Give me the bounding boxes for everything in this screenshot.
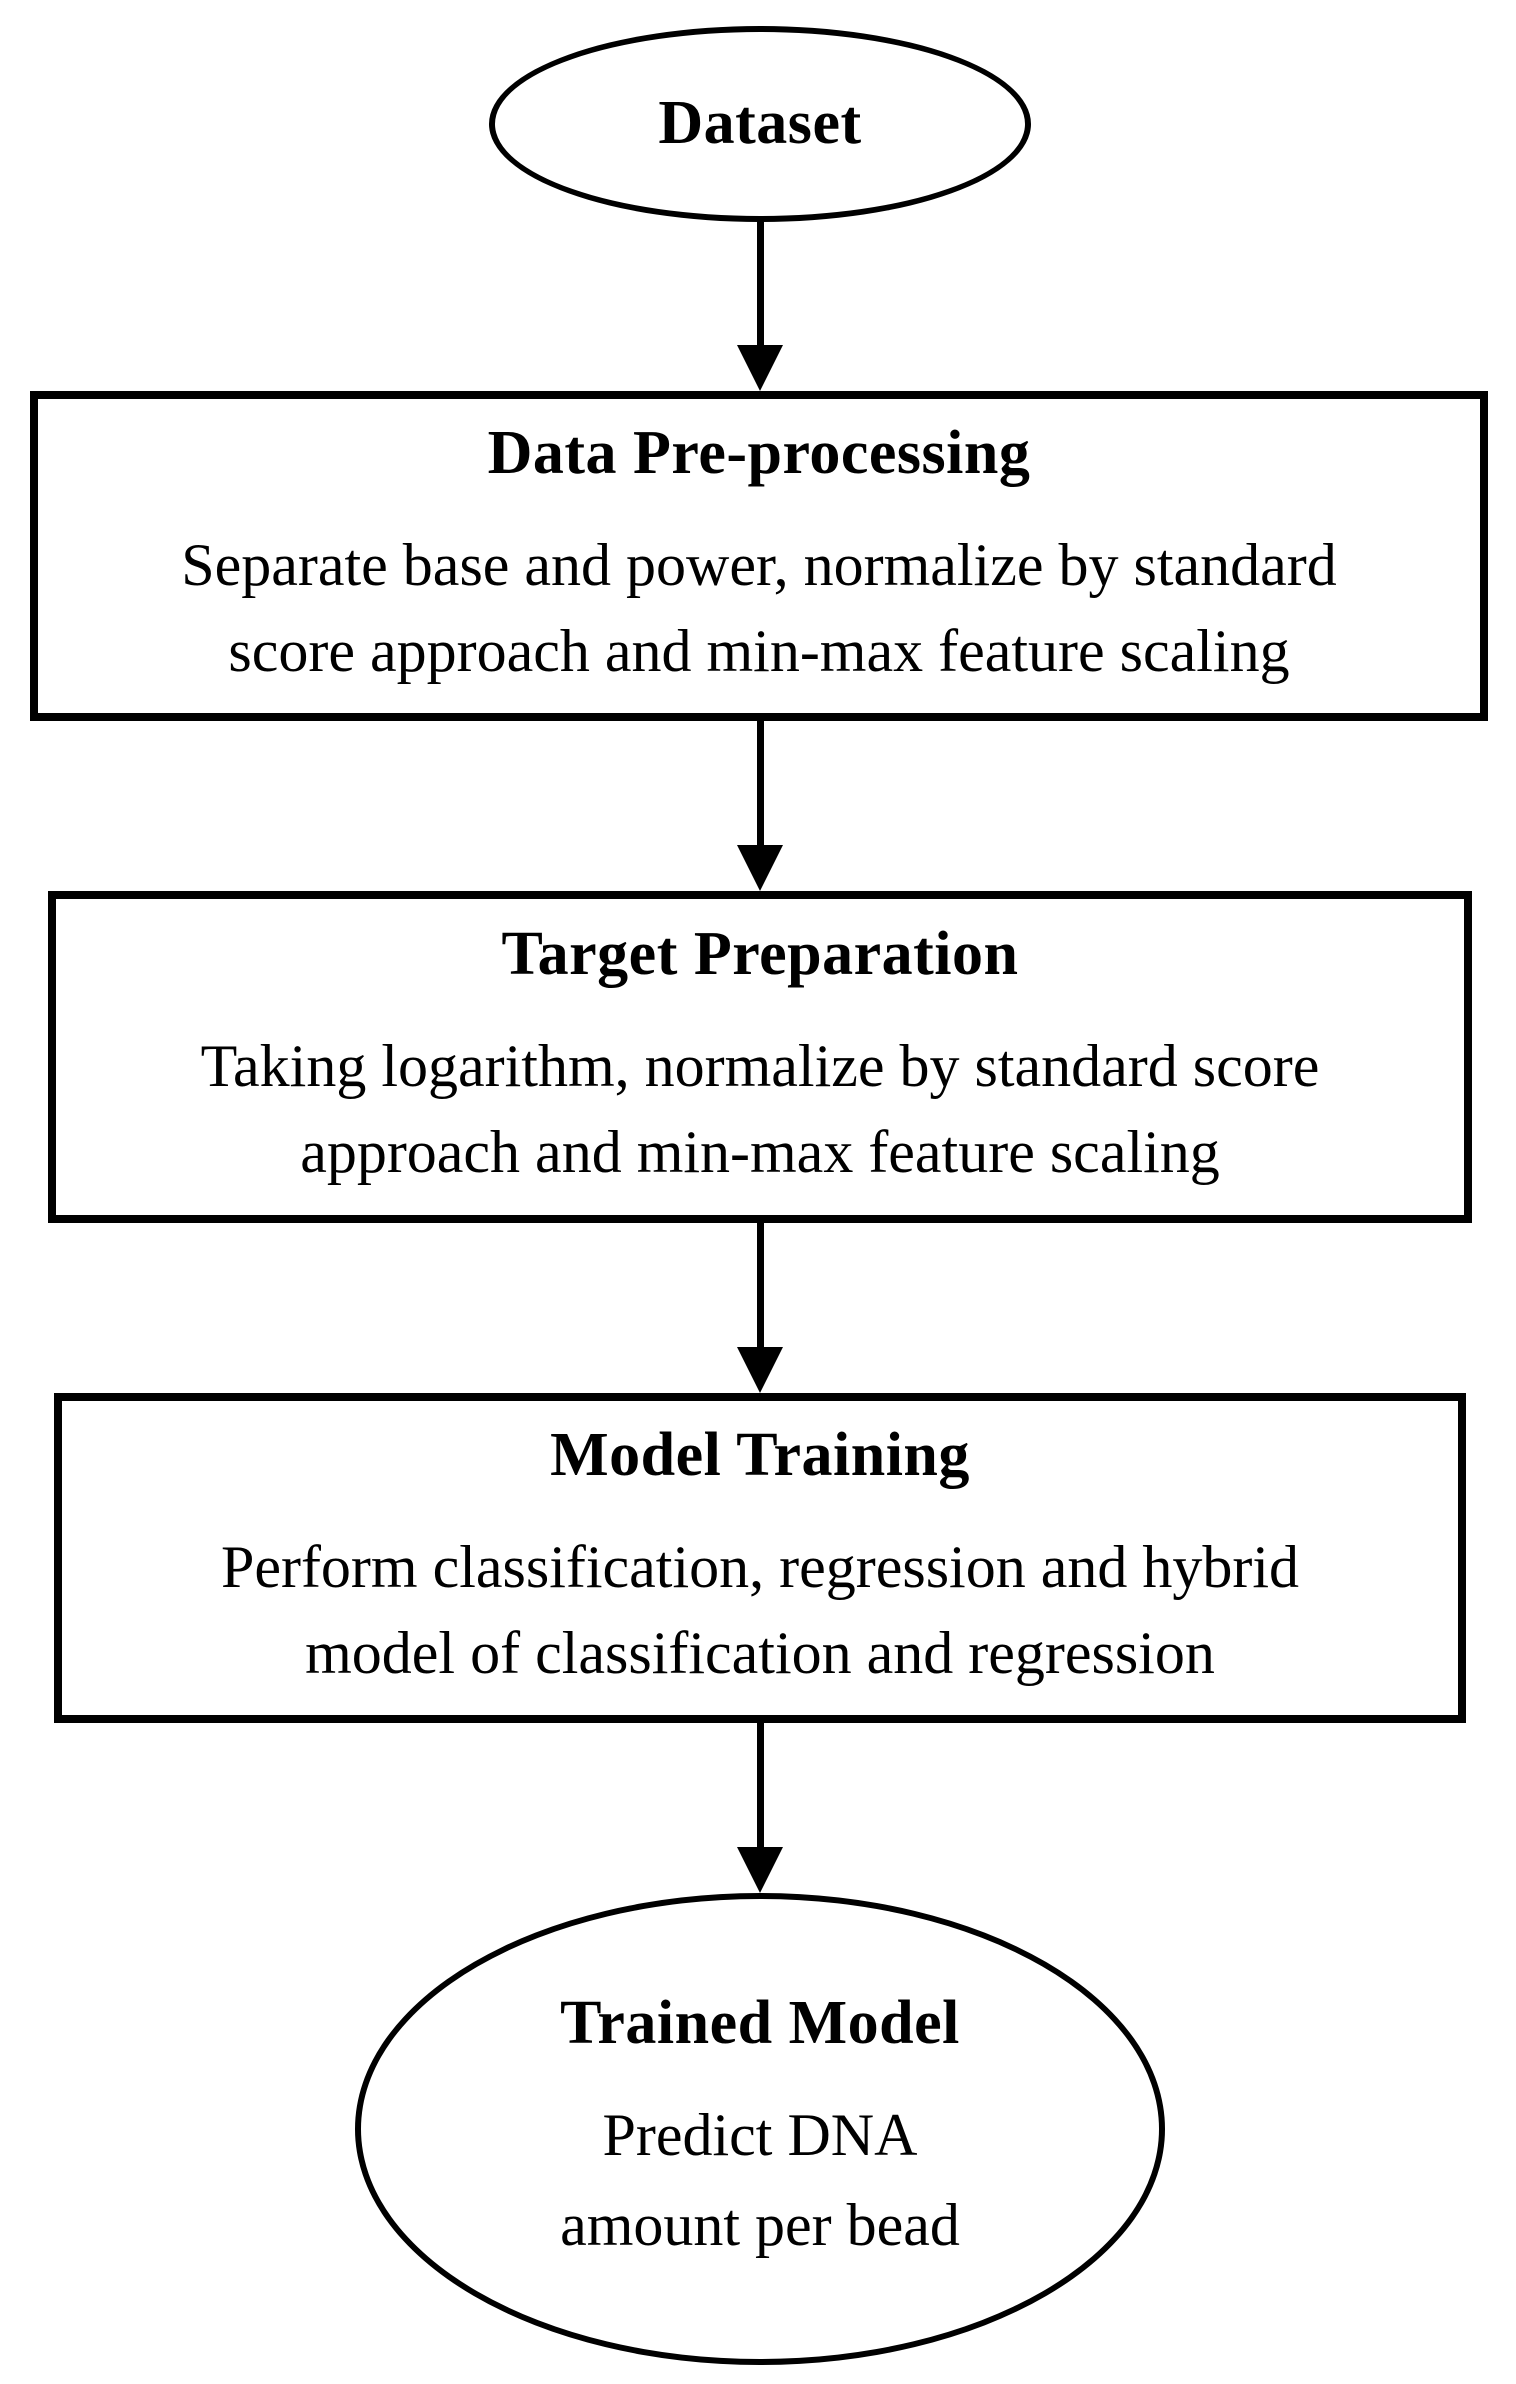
arrowhead-down-icon <box>737 345 783 391</box>
description-line: Perform classification, regression and h… <box>220 1534 1300 1601</box>
description-line: Taking logarithm, normalize by standard … <box>200 1033 1320 1100</box>
node-target-preparation-description: Taking logarithm, normalize by standard … <box>201 1024 1320 1194</box>
node-target-preparation-title: Target Preparation <box>501 920 1019 989</box>
node-trained-model-description: Predict DNA amount per bead <box>560 2090 960 2270</box>
arrow-stem <box>756 221 764 345</box>
arrow-stem <box>756 721 764 845</box>
node-trained-model-title: Trained Model <box>560 1989 960 2058</box>
description-line: model of classification and regression <box>305 1619 1215 1686</box>
flow-arrow-training-to-trained-model <box>737 1723 783 1893</box>
flow-arrow-dataset-to-preprocessing <box>737 221 783 391</box>
description-line: approach and min-max feature scaling <box>300 1118 1220 1185</box>
node-data-preprocessing: Data Pre-processing Separate base and po… <box>30 391 1488 721</box>
arrowhead-down-icon <box>737 845 783 891</box>
description-line: Predict DNA <box>602 2101 918 2168</box>
arrowhead-down-icon <box>737 1347 783 1393</box>
flow-arrow-target-to-training <box>737 1223 783 1393</box>
node-target-preparation: Target Preparation Taking logarithm, nor… <box>48 891 1472 1223</box>
node-dataset-title: Dataset <box>658 89 862 158</box>
node-dataset: Dataset <box>489 26 1031 222</box>
description-line: score approach and min-max feature scali… <box>228 617 1290 684</box>
arrowhead-down-icon <box>737 1847 783 1893</box>
node-data-preprocessing-description: Separate base and power, normalize by st… <box>181 523 1336 693</box>
flow-arrow-preprocessing-to-target <box>737 721 783 891</box>
node-data-preprocessing-title: Data Pre-processing <box>487 419 1031 488</box>
arrow-stem <box>756 1723 764 1847</box>
description-line: amount per bead <box>560 2191 960 2258</box>
arrow-stem <box>756 1223 764 1347</box>
node-model-training-title: Model Training <box>550 1421 970 1490</box>
description-line: Separate base and power, normalize by st… <box>181 532 1337 599</box>
node-trained-model: Trained Model Predict DNA amount per bea… <box>355 1893 1165 2365</box>
node-model-training-description: Perform classification, regression and h… <box>221 1525 1299 1695</box>
node-model-training: Model Training Perform classification, r… <box>54 1393 1466 1723</box>
